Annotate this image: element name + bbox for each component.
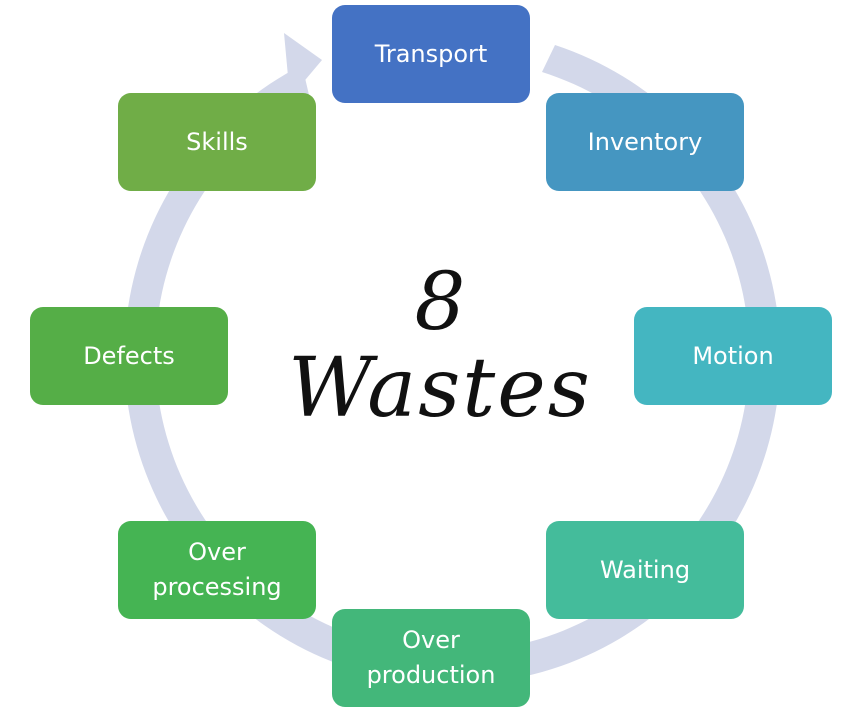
node-skills: Skills (118, 93, 316, 191)
node-motion-label: Motion (692, 341, 774, 370)
node-transport-label: Transport (374, 39, 488, 68)
node-over-processing: Over processing (118, 521, 316, 619)
cycle-arrow-head (284, 33, 322, 98)
node-waiting: Waiting (546, 521, 744, 619)
node-motion: Motion (634, 307, 832, 405)
node-over-production-label: Over production (366, 626, 496, 689)
node-transport: Transport (332, 5, 530, 103)
node-inventory: Inventory (546, 93, 744, 191)
center-title-word: Wastes (288, 341, 592, 436)
node-inventory-label: Inventory (587, 127, 703, 156)
node-over-processing-label: Over processing (152, 538, 282, 601)
node-waiting-label: Waiting (599, 555, 691, 584)
node-over-production: Over production (332, 609, 530, 707)
center-title-number: 8 (414, 255, 466, 348)
node-defects: Defects (30, 307, 228, 405)
node-skills-label: Skills (186, 127, 248, 156)
node-defects-label: Defects (83, 341, 175, 370)
